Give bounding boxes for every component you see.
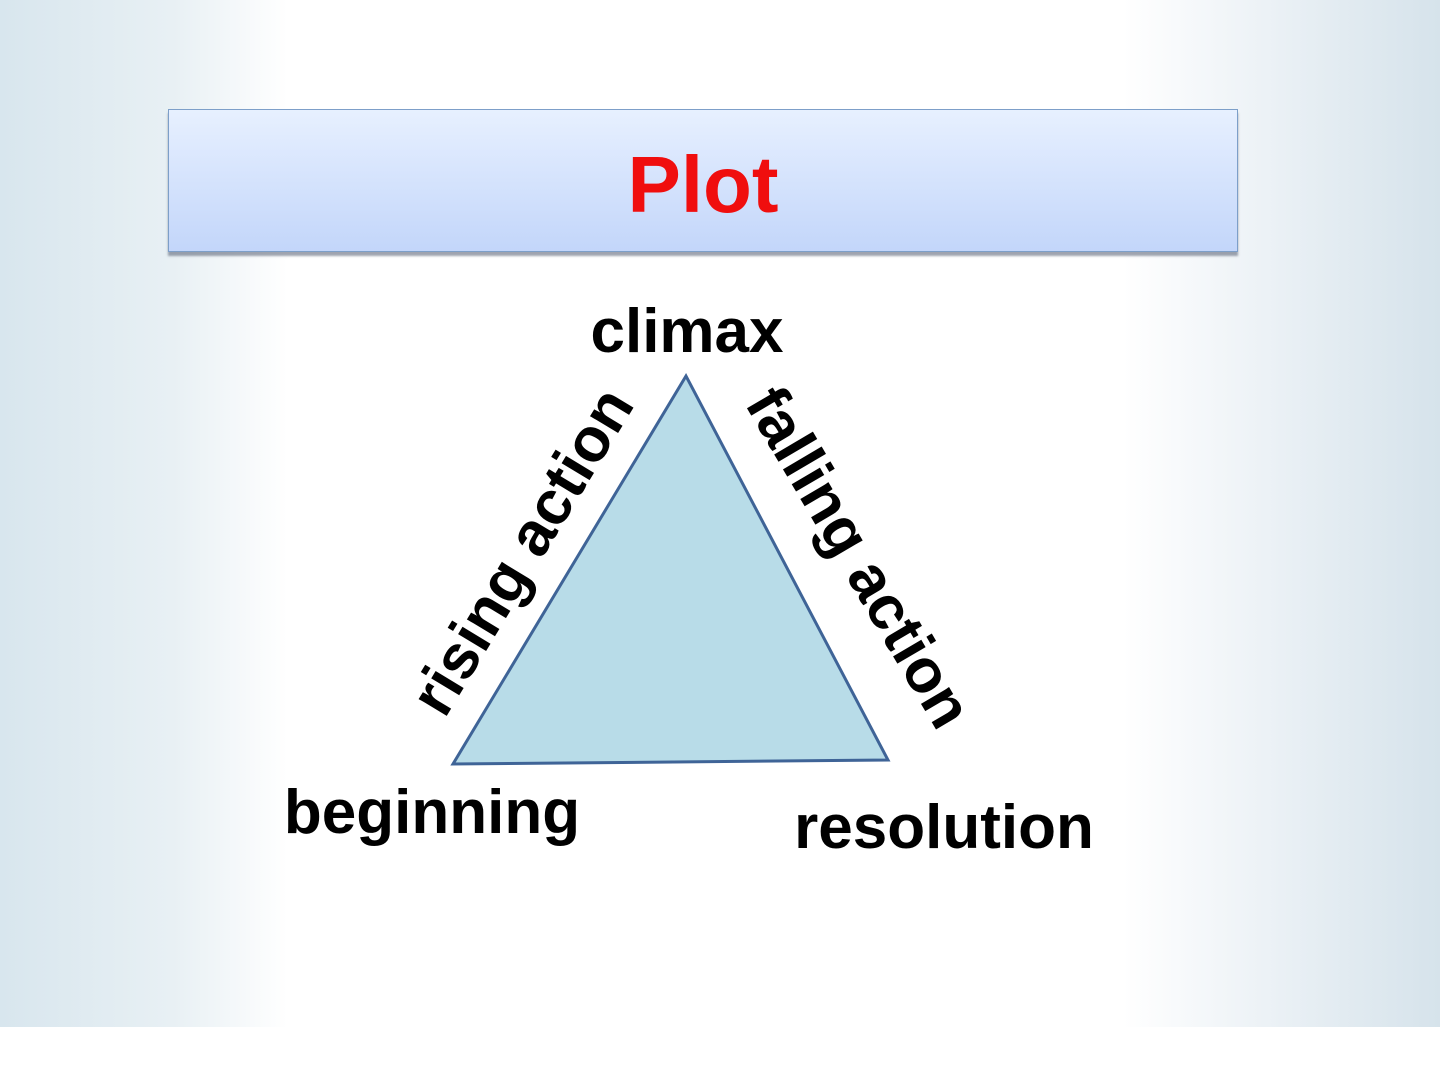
label-climax: climax [590, 297, 784, 366]
label-beginning: beginning [284, 778, 580, 847]
label-resolution: resolution [794, 793, 1094, 862]
plot-triangle [450, 372, 891, 766]
slide-title: Plot [627, 139, 779, 229]
title-box: Plot [168, 109, 1238, 252]
plot-diagram: climax rising action falling action begi… [284, 297, 1094, 862]
slide-background: Plot climax rising action falling action… [0, 0, 1440, 1027]
